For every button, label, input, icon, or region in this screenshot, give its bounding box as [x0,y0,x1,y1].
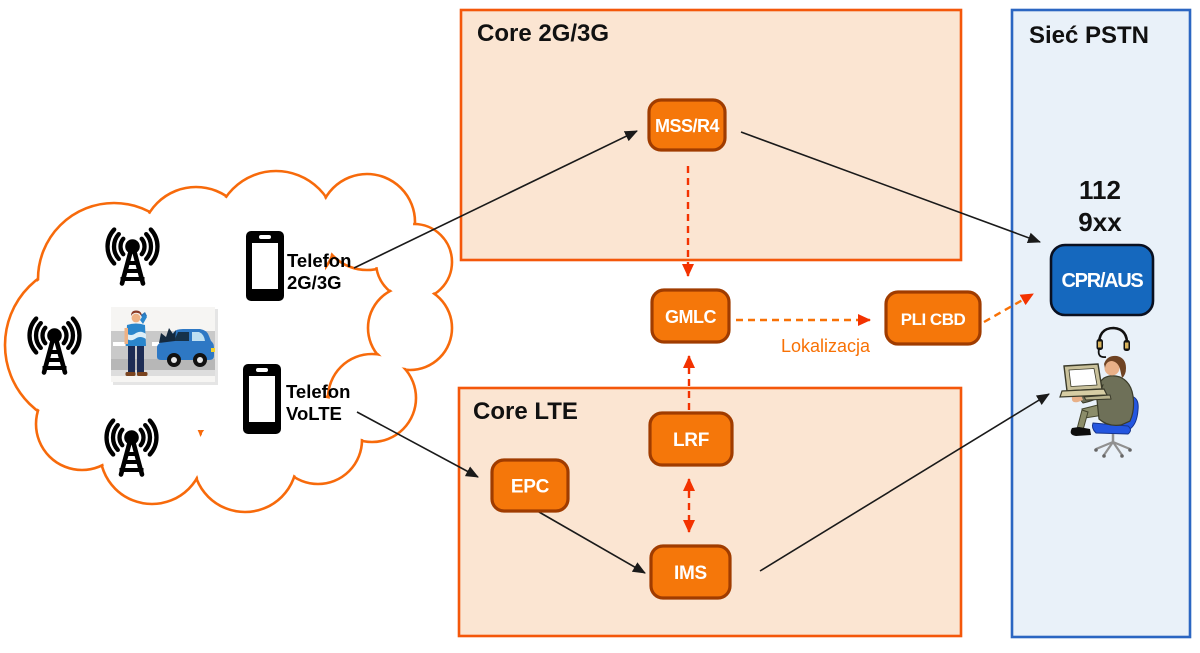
svg-text:MSS/R4: MSS/R4 [655,116,720,136]
svg-text:Sieć PSTN: Sieć PSTN [1029,22,1149,49]
svg-text:CPR/AUS: CPR/AUS [1062,270,1144,292]
svg-text:GMLC: GMLC [665,307,716,327]
svg-text:Telefon: Telefon [287,250,351,271]
svg-text:Core LTE: Core LTE [473,398,578,425]
svg-text:LRF: LRF [673,430,709,451]
svg-text:VoLTE: VoLTE [286,403,342,424]
svg-text:9xx: 9xx [1078,207,1122,237]
svg-text:Core 2G/3G: Core 2G/3G [477,20,609,47]
svg-text:112: 112 [1079,175,1121,205]
svg-text:2G/3G: 2G/3G [287,272,342,293]
svg-text:Lokalizacja: Lokalizacja [781,336,871,356]
svg-text:PLI CBD: PLI CBD [901,310,966,329]
svg-text:Telefon: Telefon [286,381,350,402]
svg-text:IMS: IMS [674,563,707,584]
svg-text:EPC: EPC [511,477,550,498]
